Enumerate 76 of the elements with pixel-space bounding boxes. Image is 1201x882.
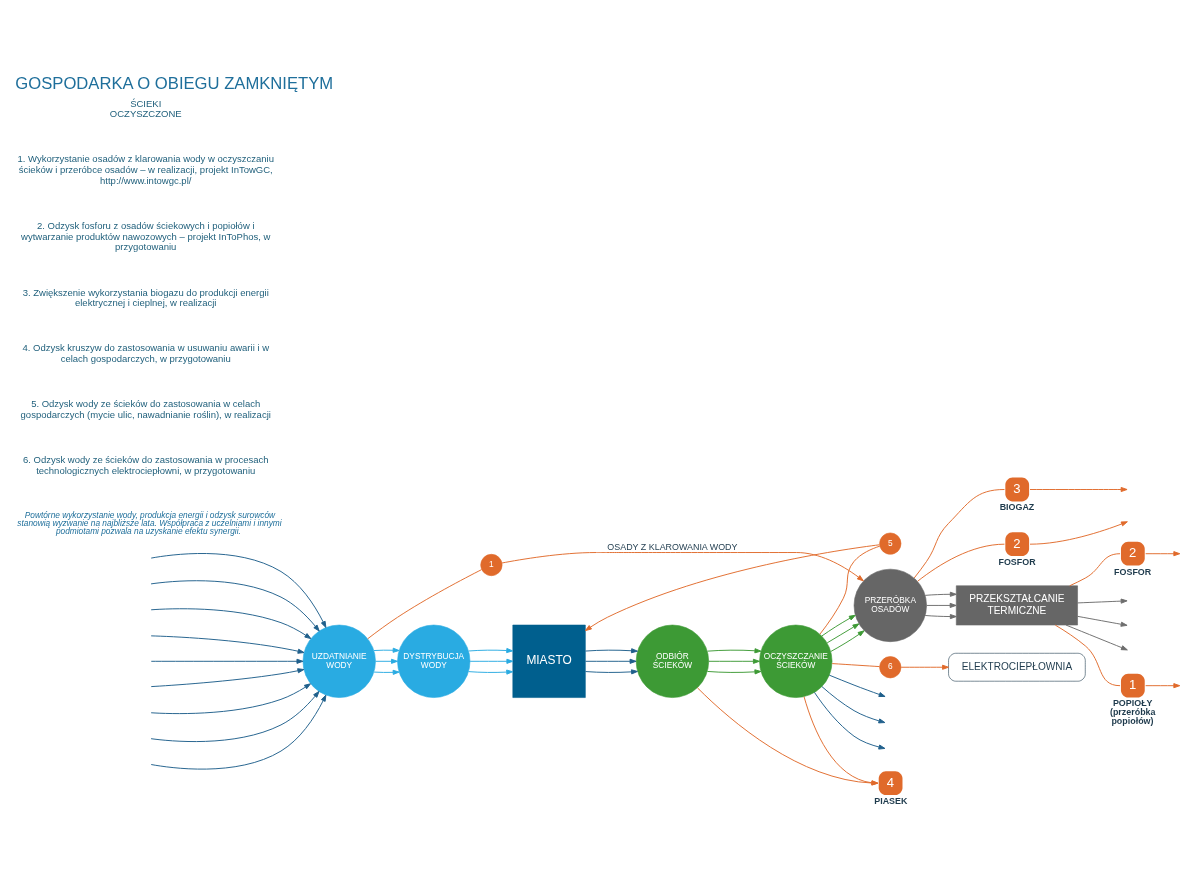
- connector: [1054, 624, 1121, 686]
- arrow: [821, 614, 856, 636]
- arrow: [373, 669, 400, 675]
- connector: [917, 543, 1005, 582]
- arrow: [585, 543, 880, 631]
- arrow: [469, 658, 514, 664]
- connector: [367, 568, 483, 639]
- arrow: [585, 668, 638, 674]
- arrow: [150, 694, 327, 770]
- label: 1. Wykorzystanie osadów z klarowania wody w oczyszczaniu ścieków i przeróbce osadów – w realizacji, projekt InTowGC, http://www.intowgc.pl/: [17, 152, 274, 186]
- label: 6. Odzysk wody ze ścieków do zastosowania w procesach technologicznych elektrociepłowni, w przygotowaniu: [22, 453, 269, 476]
- arrow: [814, 691, 886, 750]
- node-label: BIOGAZ: [999, 501, 1035, 512]
- arrow: [830, 629, 865, 652]
- arrow: [708, 658, 760, 664]
- connector: [1069, 552, 1121, 586]
- node-label: POPIOŁY (przeróbka popiołów): [1109, 697, 1156, 726]
- node-label: FOSFOR: [1114, 566, 1152, 577]
- arrow: [150, 607, 312, 639]
- label: 3. Zwiększenie wykorzystania biogazu do produkcji energii elektrycznej i cieplnej, w realizacji: [22, 286, 269, 308]
- arrow: [1145, 682, 1181, 688]
- caption: Powtórne wykorzystanie wody, produkcja energii i odzysk surowców stanowią wyzwanie na najbliższe lata. Współpraca z uczelniami i innymi podmiotami pozwala na uzyskanie efektu synergii.: [17, 509, 282, 536]
- arrow: [150, 552, 327, 628]
- node-box: 1: [1120, 673, 1145, 698]
- node-circle: OCZYSZCZANIE ŚCIEKÓW: [759, 624, 833, 698]
- arrow: [150, 667, 305, 687]
- arrow: [826, 622, 860, 643]
- node-circle: 6: [879, 655, 902, 678]
- arrow: [706, 647, 762, 653]
- arrow: [373, 647, 400, 653]
- arrow: [150, 682, 311, 714]
- arrow: [706, 668, 762, 674]
- arrow: [585, 647, 638, 653]
- node-box: 2: [1120, 541, 1145, 566]
- arrow: [1077, 598, 1128, 604]
- arrow: [924, 613, 957, 619]
- arrow: [828, 674, 886, 697]
- arrow: [1145, 550, 1181, 556]
- node-box: 2: [1005, 531, 1030, 556]
- label: 4. Odzysk kruszyw do zastosowania w usuwaniu awarii i w celach gospodarczych, w przygotowaniu: [22, 341, 270, 364]
- arrow: [150, 634, 305, 654]
- node-circle: ODBIÓR ŚCIEKÓW: [635, 624, 709, 698]
- arrow: [900, 664, 949, 670]
- arrow: [1029, 486, 1128, 492]
- connector: [913, 488, 1005, 578]
- edge-label: OSADY Z KLAROWANIA WODY: [607, 541, 738, 552]
- connector: [819, 545, 881, 635]
- label: ŚCIEKI OCZYSZCZONE: [109, 97, 182, 119]
- arrow: [821, 685, 886, 723]
- arrow: [468, 647, 514, 653]
- node-box: MIASTO: [512, 624, 586, 698]
- node-circle: 1: [480, 553, 503, 576]
- arrow: [1065, 624, 1128, 650]
- arrow: [1077, 615, 1128, 627]
- label: 2. Odzysk fosforu z osadów ściekowych i popiołów i wytwarzanie produktów nawozowych – projekt InToPhos, w przygotowaniu: [21, 219, 271, 252]
- arrow: [150, 658, 304, 664]
- arrow: [924, 591, 957, 597]
- arrow: [926, 602, 957, 608]
- connector: [831, 662, 880, 667]
- arrow: [375, 658, 398, 664]
- node-box: PRZEKSZTAŁCANIE TERMICZNE: [956, 585, 1078, 625]
- arrow: [150, 579, 320, 631]
- node-label: FOSFOR: [998, 556, 1036, 567]
- node-box: ELEKTROCIEPŁOWNIA: [948, 652, 1086, 681]
- arrow: [585, 658, 637, 664]
- node-circle: DYSTRYBUCJA WODY: [397, 624, 471, 698]
- arrow: [150, 690, 320, 742]
- diagram-title: GOSPODARKA O OBIEGU ZAMKNIĘTYM: [15, 73, 334, 93]
- node-circle: 5: [879, 532, 902, 555]
- label: 5. Odzysk wody ze ścieków do zastosowania w celach gospodarczych (mycie ulic, nawadnianie roślin), w realizacji: [20, 397, 271, 420]
- node-box: 3: [1005, 477, 1030, 501]
- arrow: [468, 669, 514, 675]
- arrow: [501, 551, 864, 581]
- arrow: [1029, 520, 1128, 545]
- node-label: PIASEK: [874, 795, 908, 806]
- node-box: 4: [878, 770, 903, 795]
